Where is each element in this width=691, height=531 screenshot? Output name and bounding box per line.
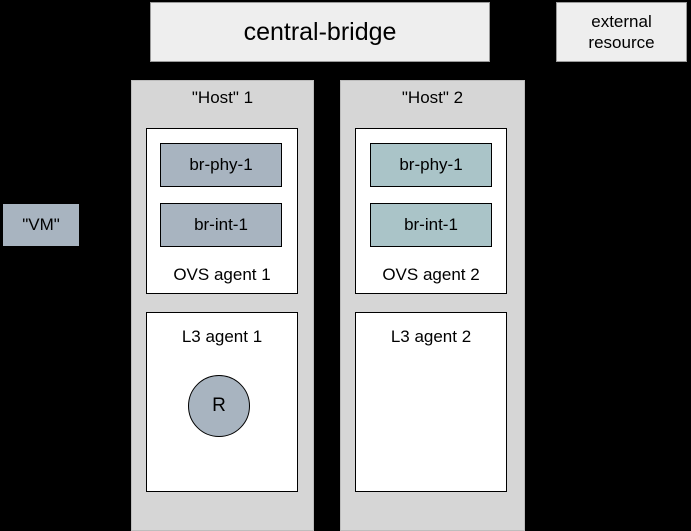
l3-agent-2-panel: L3 agent 2 xyxy=(355,312,507,492)
br-int-1-node-host-1[interactable]: br-int-1 xyxy=(160,203,282,247)
ovs-agent-2-label: OVS agent 2 xyxy=(382,265,480,284)
br-phy-1-node-host-1[interactable]: br-phy-1 xyxy=(160,143,282,187)
host-2-label: "Host" 2 xyxy=(401,88,464,107)
l3-agent-2-label: L3 agent 2 xyxy=(390,327,472,346)
br-int-1-node-host-2[interactable]: br-int-1 xyxy=(370,203,492,247)
l3-agent-1-label: L3 agent 1 xyxy=(181,327,263,346)
router-node-host-1[interactable]: R xyxy=(188,375,250,437)
host-1-label: "Host" 1 xyxy=(191,88,254,107)
external-resource-node[interactable]: external resource xyxy=(556,2,687,62)
central-bridge-node[interactable]: central-bridge xyxy=(150,2,490,62)
ovs-agent-1-label: OVS agent 1 xyxy=(173,265,271,284)
br-phy-1-node-host-2[interactable]: br-phy-1 xyxy=(370,143,492,187)
vm-node[interactable]: "VM" xyxy=(2,203,80,247)
